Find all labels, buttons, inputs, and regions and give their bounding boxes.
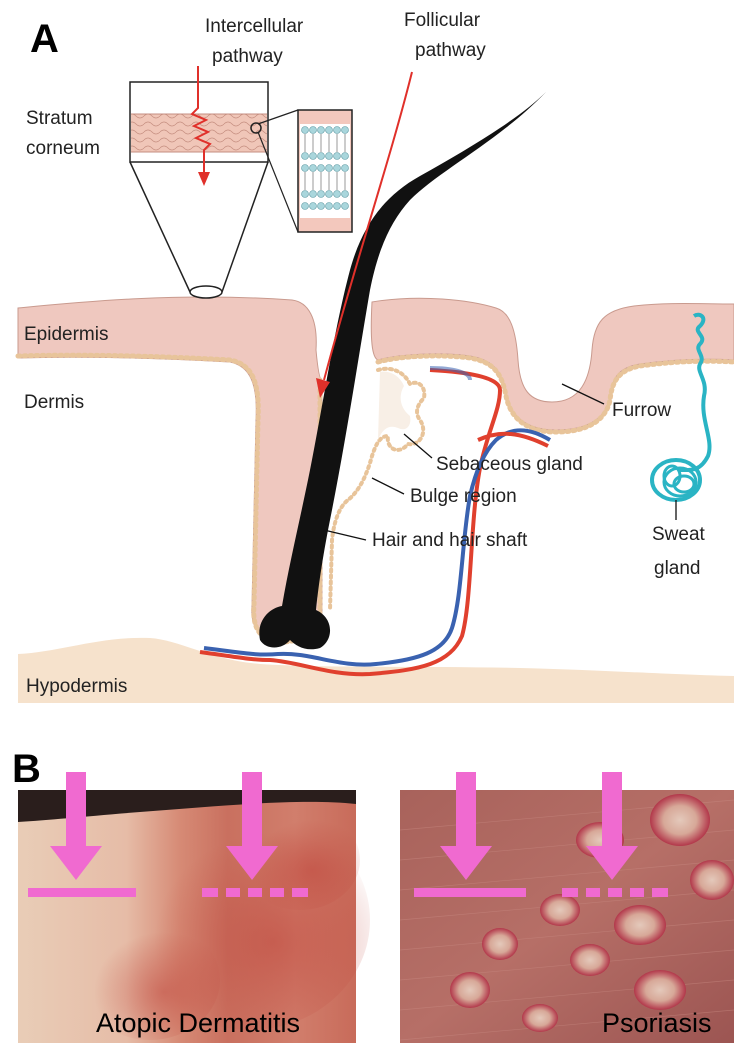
arrow-dotted-psoriasis-shaft: [602, 772, 622, 850]
label-sebaceous-gland: Sebaceous gland: [436, 454, 583, 475]
blood-vessels: [200, 368, 550, 674]
label-hair-shaft: Hair and hair shaft: [372, 530, 528, 551]
caption-psoriasis: Psoriasis: [602, 1008, 712, 1038]
label-follicular-line1: Follicular: [404, 10, 481, 31]
label-epidermis: Epidermis: [24, 324, 108, 345]
label-follicular-line2: pathway: [415, 40, 486, 61]
label-intercellular-line1: Intercellular: [205, 16, 304, 37]
label-stratum-line2: corneum: [26, 138, 100, 159]
label-bulge-region: Bulge region: [410, 486, 517, 507]
label-intercellular-line2: pathway: [212, 46, 283, 67]
line-solid-atopic: [28, 888, 136, 897]
line-dotted-psoriasis: [562, 888, 668, 897]
label-sweat-line1: Sweat: [652, 524, 706, 545]
arrow-dotted-atopic-shaft: [242, 772, 262, 850]
stratum-corneum-inset: [130, 82, 352, 298]
arrow-solid-psoriasis-shaft: [456, 772, 476, 850]
epidermis-layer: [18, 297, 734, 642]
label-furrow: Furrow: [612, 400, 671, 421]
line-solid-psoriasis: [414, 888, 526, 897]
label-stratum-line1: Stratum: [26, 108, 93, 129]
label-sweat-line2: gland: [654, 558, 701, 579]
label-hypodermis: Hypodermis: [26, 676, 127, 697]
arrow-solid-atopic-shaft: [66, 772, 86, 850]
label-dermis: Dermis: [24, 392, 84, 413]
panel-b-letter: B: [12, 747, 41, 791]
line-dotted-atopic: [202, 888, 308, 897]
caption-atopic-dermatitis: Atopic Dermatitis: [96, 1008, 300, 1038]
panel-a-letter: A: [30, 17, 59, 61]
photo-psoriasis: [400, 790, 734, 1043]
